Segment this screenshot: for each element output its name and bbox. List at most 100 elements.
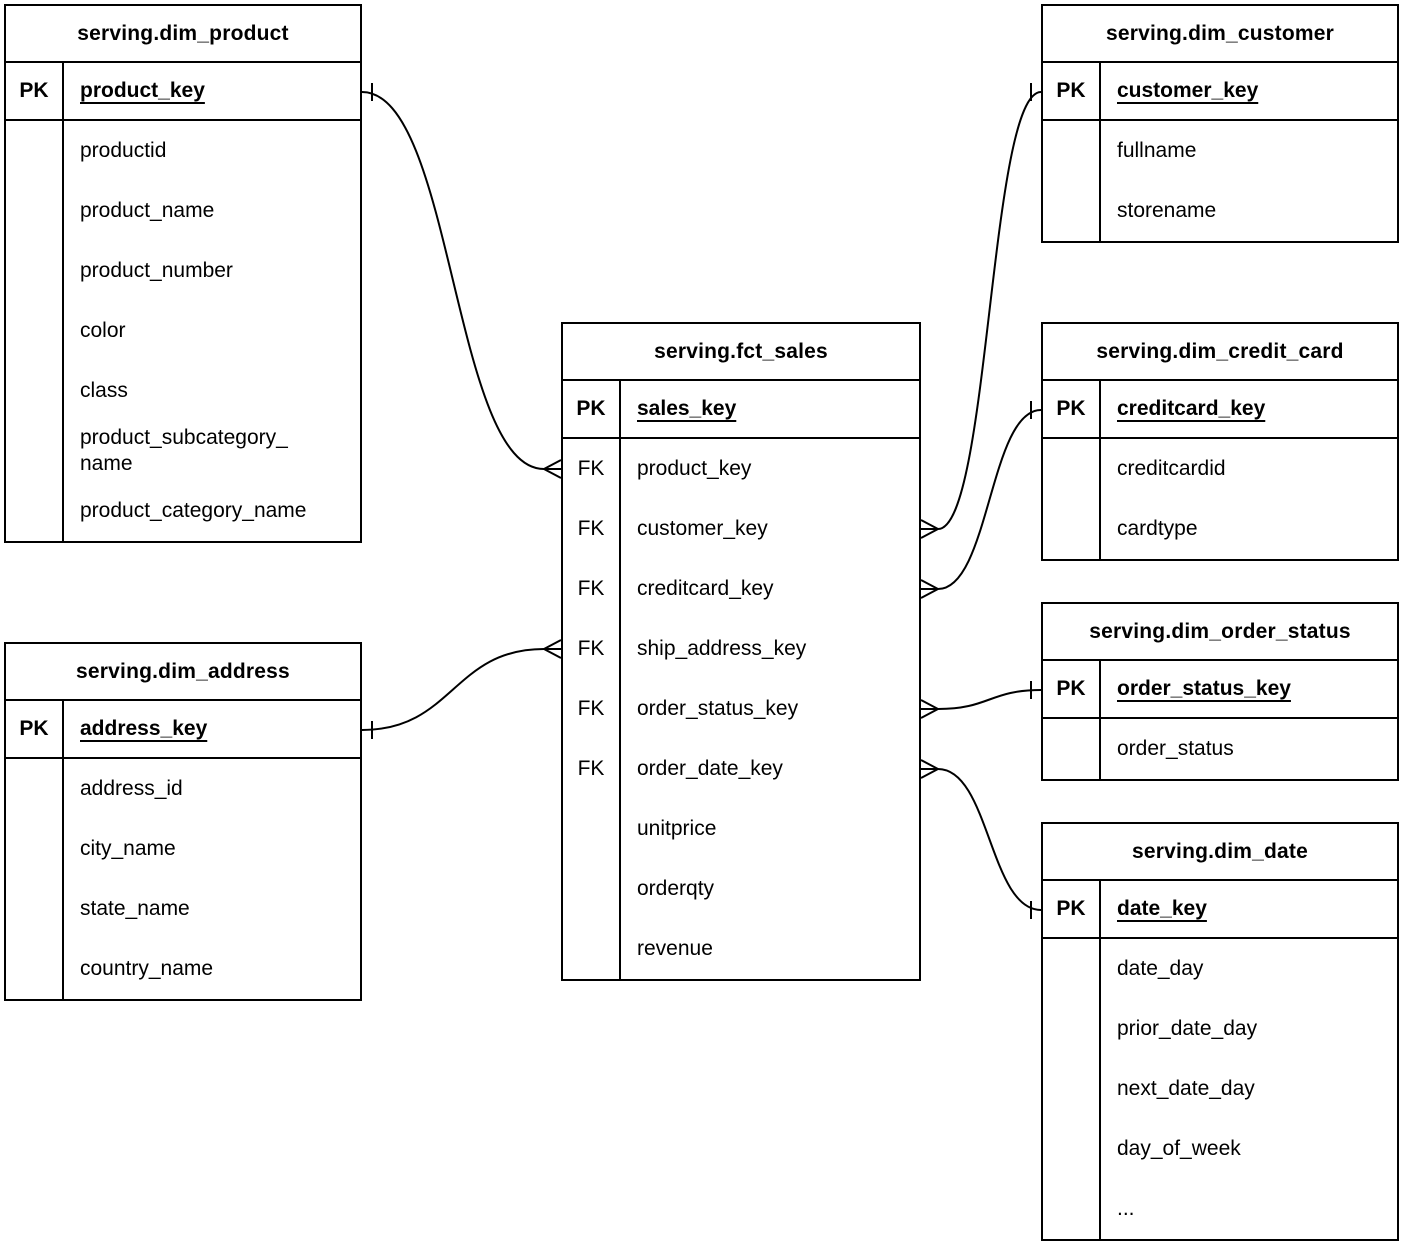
fk-badge — [1043, 439, 1099, 499]
fk-badge: FK — [577, 637, 605, 660]
field-name: order_status — [1117, 737, 1234, 760]
field-name: next_date_day — [1117, 1077, 1255, 1100]
relationship-line — [937, 91, 1042, 530]
pk-badge: PK — [6, 63, 64, 119]
fk-badge — [1043, 181, 1099, 241]
fk-badge — [6, 361, 62, 421]
fk-badge — [1043, 499, 1099, 559]
field-column: order_status — [1101, 719, 1397, 779]
key-badge-column — [1043, 439, 1101, 559]
field-name: revenue — [637, 937, 713, 960]
fk-badge — [1043, 939, 1099, 999]
fk-badge — [6, 301, 62, 361]
primary-key-field: product_key — [80, 79, 205, 102]
field-name: productid — [80, 139, 167, 162]
primary-key-field: creditcard_key — [1117, 397, 1266, 420]
key-badge-column — [6, 759, 64, 999]
primary-key-field: date_key — [1117, 897, 1207, 920]
key-badge-column — [6, 121, 64, 541]
fk-badge — [563, 919, 619, 979]
primary-key-row: PK address_key — [6, 701, 360, 759]
field-name: product_subcategory_ name — [80, 426, 288, 475]
pk-badge: PK — [1043, 381, 1101, 437]
primary-key-row: PK order_status_key — [1043, 661, 1397, 719]
field-name: unitprice — [637, 817, 717, 840]
field-name: order_date_key — [637, 757, 783, 780]
field-name: product_key — [637, 457, 752, 480]
fk-badge — [6, 241, 62, 301]
relationship-line — [937, 768, 1042, 911]
primary-key-field: order_status_key — [1117, 677, 1291, 700]
field-name: state_name — [80, 897, 190, 920]
table-title: serving.dim_address — [6, 644, 360, 701]
primary-key-field: sales_key — [637, 397, 737, 420]
key-badge-column — [1043, 719, 1101, 779]
fk-badge: FK — [577, 697, 605, 720]
field-name: fullname — [1117, 139, 1197, 162]
relationship-dim-address-fct-sales — [361, 639, 562, 739]
field-name: cardtype — [1117, 517, 1198, 540]
table-title: serving.fct_sales — [563, 324, 919, 381]
field-name: customer_key — [637, 517, 768, 540]
table-body: creditcardid cardtype — [1043, 439, 1397, 559]
primary-key-row: PK customer_key — [1043, 63, 1397, 121]
fk-badge — [6, 819, 62, 879]
fk-badge: FK — [577, 577, 605, 600]
key-badge-column — [1043, 121, 1101, 241]
field-name: color — [80, 319, 126, 342]
pk-badge: PK — [1043, 881, 1101, 937]
fk-badge — [563, 859, 619, 919]
fk-badge — [6, 421, 62, 481]
fk-badge — [1043, 1179, 1099, 1239]
fk-badge — [6, 939, 62, 999]
fk-badge — [1043, 121, 1099, 181]
many-cardinality-crow-foot — [543, 459, 562, 479]
primary-key-field: address_key — [80, 717, 208, 740]
many-cardinality-crow-foot — [920, 519, 939, 539]
field-name: country_name — [80, 957, 214, 980]
pk-badge: PK — [1043, 63, 1101, 119]
fk-badge — [6, 759, 62, 819]
fk-badge — [6, 481, 62, 541]
table-title: serving.dim_product — [6, 6, 360, 63]
primary-key-row: PK product_key — [6, 63, 360, 121]
field-name: creditcardid — [1117, 457, 1226, 480]
relationship-dim-date-fct-sales — [920, 759, 1042, 919]
fk-badge — [1043, 999, 1099, 1059]
field-name: orderqty — [637, 877, 715, 900]
table-title: serving.dim_date — [1043, 824, 1397, 881]
field-name: product_number — [80, 259, 233, 282]
field-name: date_day — [1117, 957, 1204, 980]
relationship-dim-credit-card-fct-sales — [920, 401, 1042, 599]
relationship-line — [361, 91, 545, 470]
field-name: product_category_name — [80, 499, 307, 522]
relationship-dim-customer-fct-sales — [920, 83, 1042, 539]
relationship-line — [937, 409, 1042, 590]
field-name: day_of_week — [1117, 1137, 1241, 1160]
field-name: ... — [1117, 1197, 1135, 1220]
primary-key-field: customer_key — [1117, 79, 1259, 102]
table-body: order_status — [1043, 719, 1397, 779]
field-name: address_id — [80, 777, 183, 800]
fk-badge: FK — [577, 457, 605, 480]
many-cardinality-crow-foot — [920, 759, 939, 779]
pk-badge: PK — [1043, 661, 1101, 717]
pk-badge: PK — [6, 701, 64, 757]
fk-badge: FK — [577, 757, 605, 780]
